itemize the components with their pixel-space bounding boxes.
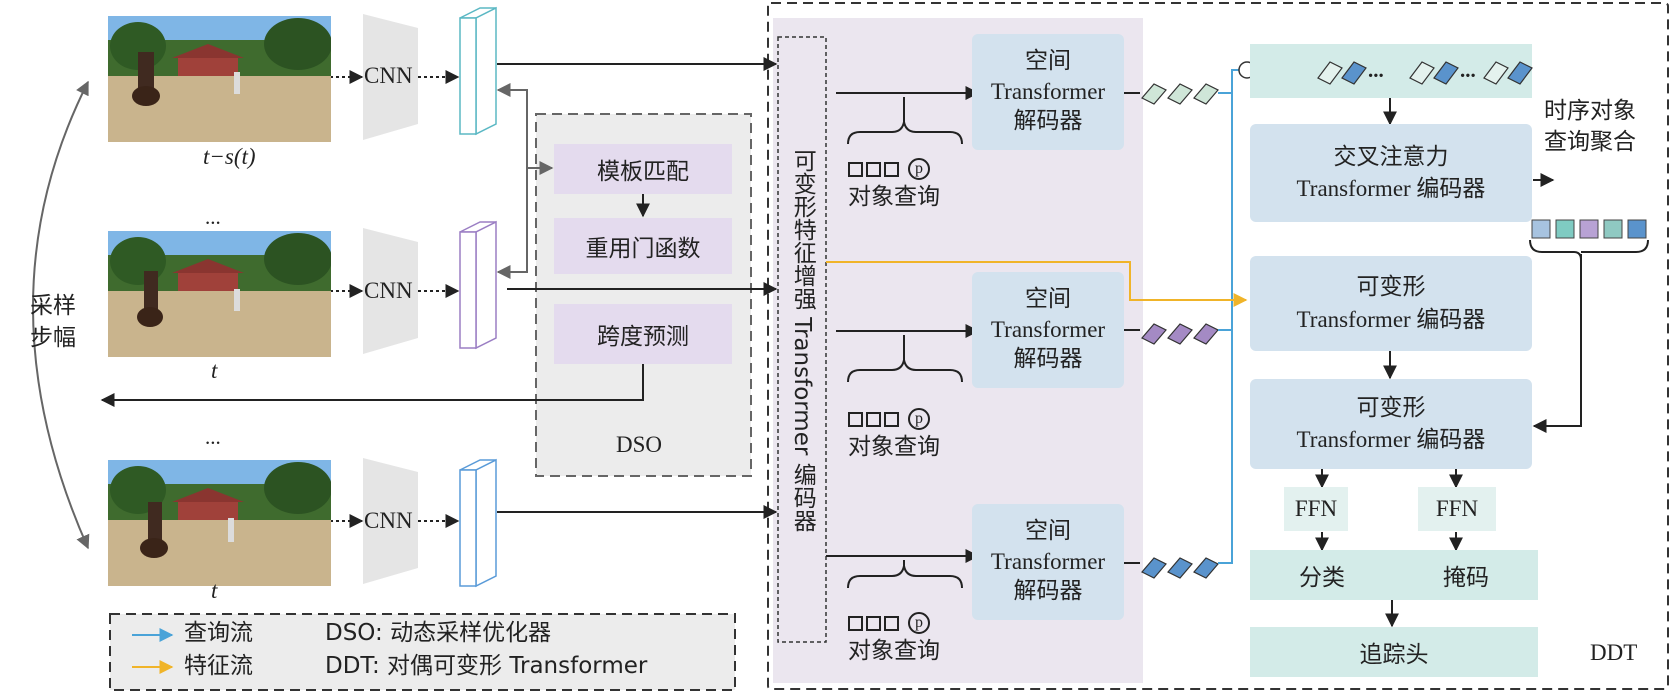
spatial-decoder-mid: 空间 Transformer 解码器 [972,272,1124,388]
cnn-label-mid: CNN [364,278,413,303]
cnn-label-bottom: CNN [364,508,413,533]
aggregated-queries [1531,219,1647,239]
query-square [848,161,863,177]
ffn-box-left: FFN [1284,487,1348,531]
legend-feature-flow: 特征流 [184,653,253,679]
feature-map-top [459,6,497,136]
temporal-agg-line1: 时序对象 [1544,98,1636,124]
decoder-line1: 空间 [1025,518,1071,545]
horse-scene-image [108,16,331,142]
deformable-encoder-1: 可变形 Transformer 编码器 [1250,256,1532,351]
decoder-line3: 解码器 [1013,345,1083,372]
cnn-trapezoid-mid [363,228,418,354]
ffn-box-right: FFN [1418,487,1496,531]
query-square [866,615,881,631]
object-query-label-top: 对象查询 [848,184,940,210]
spatial-decoder-bottom: 空间 Transformer 解码器 [972,504,1124,620]
temporal-aggregation-label: 时序对象 查询聚合 [1544,96,1636,158]
tracking-head-box: 追踪头 [1250,627,1538,677]
template-match-box: 模板匹配 [554,144,732,194]
query-square [848,411,863,427]
query-square [866,411,881,427]
legend-dso-definition: DSO: 动态采样优化器 [325,620,552,646]
cnn-trapezoid-bottom [363,458,418,584]
ddt-panel [767,2,1669,690]
feature-flow-line [826,261,1248,307]
frame-mid-image [108,231,331,357]
query-tokens-mid [1141,323,1219,345]
feature-map-bottom [459,458,497,588]
decoder-line2: Transformer [990,79,1106,105]
query-tokens-top [1141,83,1219,105]
temporal-agg-line2: 查询聚合 [1544,129,1636,156]
query-bank-ellipsis-2: ... [1460,58,1476,82]
query-bank-tokens [1317,61,1533,85]
frame-ellipsis-2: ... [205,425,221,449]
frame-bottom-image [108,460,331,586]
frame-bottom-label: t [211,578,218,603]
object-query-icons-mid: p [848,408,930,430]
frame-top-image [108,16,331,142]
cnn-label-top: CNN [364,63,413,88]
aggregated-brace [1529,239,1649,261]
ddt-label: DDT [1590,640,1638,665]
decoder-line3: 解码器 [1013,107,1083,134]
p-circle-icon: p [908,612,930,634]
decoder-line1: 空间 [1025,48,1071,75]
sampling-stride-label: 采样步幅 [30,293,76,352]
object-query-label-bottom: 对象查询 [848,638,940,664]
object-query-icons-top: p [848,158,930,180]
query-square [884,161,899,177]
deform1-line1: 可变形 [1356,274,1426,301]
query-bank-bar [1250,44,1532,98]
cross-attn-line1: 交叉注意力 [1333,143,1449,170]
frame-ellipsis-1: ... [205,205,221,229]
feature-map-mid [459,220,497,350]
encoder-dashed-box [777,36,827,643]
mask-label: 掩码 [1443,565,1489,591]
legend-ddt-definition: DDT: 对偶可变形 Transformer [325,653,648,679]
deform2-line2: Transformer 编码器 [1296,427,1486,452]
legend-box [109,613,736,691]
spatial-decoder-top: 空间 Transformer 解码器 [972,34,1124,150]
query-square [884,411,899,427]
p-circle-icon: p [908,158,930,180]
object-query-icons-bottom: p [848,612,930,634]
query-square [848,615,863,631]
cross-attn-line2: Transformer 编码器 [1296,176,1486,201]
legend-query-flow: 查询流 [184,620,253,646]
dso-label: DSO [616,432,663,457]
p-circle-icon: p [908,408,930,430]
sampling-stride-arrow [32,80,90,550]
reuse-gate-box: 重用门函数 [554,218,732,274]
cross-attention-encoder: 交叉注意力 Transformer 编码器 [1250,124,1532,222]
encoder-vertical-label: 可变形特征增强 Transformer 编码器 [789,148,816,532]
query-tokens-bottom [1141,557,1219,579]
object-query-label-mid: 对象查询 [848,434,940,460]
decoder-line3: 解码器 [1013,577,1083,604]
deformable-encoder-2: 可变形 Transformer 编码器 [1250,379,1532,469]
deform1-line2: Transformer 编码器 [1296,306,1486,332]
query-square [866,161,881,177]
classify-label: 分类 [1299,565,1345,591]
decoder-line2: Transformer [990,549,1106,575]
frame-top-label: t−s(t) [203,144,256,169]
decoder-line1: 空间 [1025,286,1071,313]
output-heads-bar: 分类 掩码 [1250,550,1538,600]
frame-mid-label: t [211,358,218,383]
horse-scene-image [108,231,331,357]
cnn-trapezoid-top [363,14,418,140]
query-bank-ellipsis-1: ... [1368,58,1384,82]
query-square [884,615,899,631]
deform2-line1: 可变形 [1356,394,1426,421]
decoder-line2: Transformer [990,317,1106,343]
horse-scene-image [108,460,331,586]
span-predict-box: 跨度预测 [554,304,732,364]
